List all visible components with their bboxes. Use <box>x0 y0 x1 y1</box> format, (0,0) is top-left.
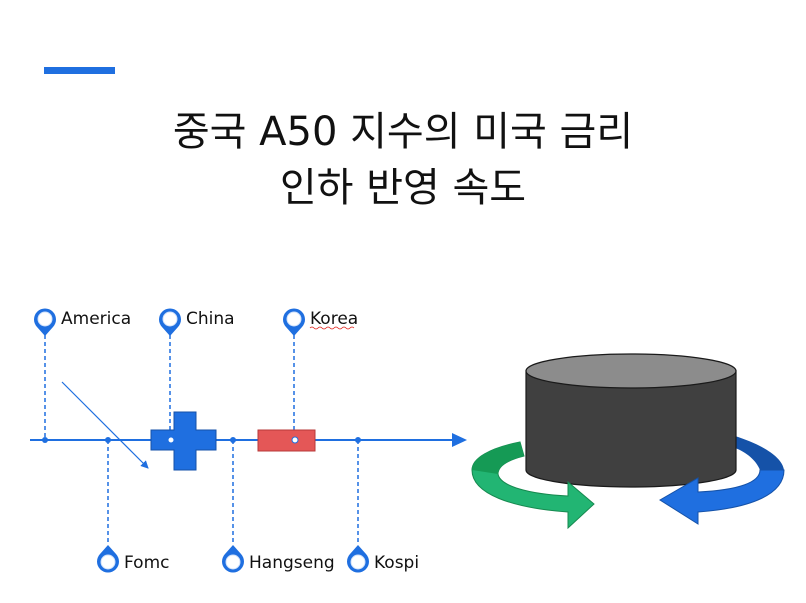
america-pin: America <box>34 308 131 336</box>
axis-dot <box>42 437 48 443</box>
diagonal-arrow <box>61 381 149 469</box>
cylinder-shape <box>525 353 737 488</box>
accent-bar <box>44 67 115 74</box>
hangseng-label: Hangseng <box>249 553 335 573</box>
pin-inner <box>286 311 302 327</box>
green-arrow-shade <box>472 442 524 474</box>
fomc-pin: Fomc <box>96 545 169 573</box>
korea-center-dot <box>291 436 299 444</box>
blue-rotation-arrow <box>659 469 785 525</box>
fomc-label: Fomc <box>124 553 169 573</box>
pin-inner <box>37 311 53 327</box>
axis-dot <box>355 437 361 443</box>
america-label: America <box>61 309 131 329</box>
china-label: China <box>186 309 235 329</box>
timeline-arrow-head <box>452 433 467 447</box>
kospi-label: Kospi <box>374 553 419 573</box>
page-title: 중국 A50 지수의 미국 금리 인하 반영 속도 <box>0 104 806 216</box>
kospi-pin: Kospi <box>347 545 419 573</box>
korea-pin: Korea <box>282 308 358 336</box>
spellcheck-underline <box>309 326 355 330</box>
cross-center-dot <box>167 436 175 444</box>
china-pin: China <box>159 308 235 336</box>
pin-inner <box>100 554 116 570</box>
korea-label: Korea <box>310 309 358 329</box>
title-line-2: 인하 반영 속도 <box>279 165 527 211</box>
hangseng-pin: Hangseng <box>222 545 335 573</box>
cylinder-body <box>525 370 737 488</box>
cylinder-top <box>525 353 737 389</box>
cross-shape <box>150 411 217 471</box>
pin-inner <box>350 554 366 570</box>
axis-dot <box>230 437 236 443</box>
pin-inner <box>162 311 178 327</box>
blue-rotation-arrow-back <box>735 436 784 470</box>
korea-box <box>257 429 316 452</box>
axis-dot <box>105 437 111 443</box>
pin-inner <box>225 554 241 570</box>
title-line-1: 중국 A50 지수의 미국 금리 <box>172 109 634 155</box>
